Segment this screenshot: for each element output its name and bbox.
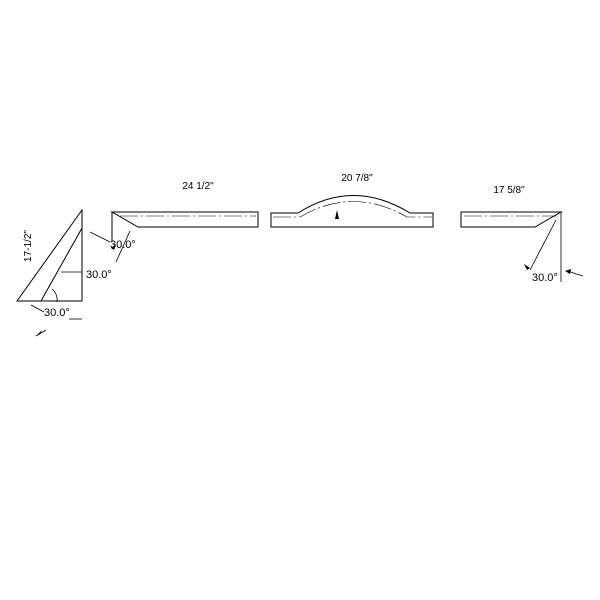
first-piece-length-label: 24 1/2": [182, 181, 214, 192]
first-piece-arrowhead: [111, 244, 116, 250]
left-piece-length-label: 17-1/2": [23, 230, 34, 262]
left-piece-angle-leader: [30, 304, 45, 313]
left-piece-angle-label-upper: 30.0°: [86, 269, 112, 281]
arched-piece-center-marker: [335, 210, 339, 219]
first-piece-angle-label: 30.0°: [110, 239, 136, 251]
arched-piece-centerline: [273, 201, 432, 218]
first-piece-outline: [110, 211, 259, 228]
right-piece-outline: [460, 211, 563, 228]
left-angled-piece: 17-1/2" 30.0° 30.0°: [16, 208, 112, 337]
right-angled-piece: 17 5/8" 30.0°: [460, 185, 584, 284]
left-piece-inner-edge: [40, 227, 83, 302]
first-straight-piece: 24 1/2" 30.0°: [89, 181, 259, 263]
right-piece-arrowhead-left: [524, 264, 530, 270]
right-piece-angle-line: [529, 219, 557, 271]
first-piece-angle-leader: [89, 231, 111, 243]
right-piece-arrowhead-right: [565, 269, 571, 274]
left-piece-arrowhead: [36, 330, 42, 336]
left-piece-angle-label-lower: 30.0°: [44, 307, 70, 319]
arched-piece-outline: [270, 195, 434, 228]
first-piece-angle-line: [115, 230, 131, 263]
arched-piece: 20 7/8": [270, 173, 434, 228]
left-piece-angle-arc: [51, 288, 58, 303]
left-piece-outline: [16, 208, 83, 302]
right-piece-angle-label: 30.0°: [532, 272, 558, 284]
arched-piece-length-label: 20 7/8": [341, 173, 373, 184]
right-piece-length-label: 17 5/8": [493, 185, 525, 196]
